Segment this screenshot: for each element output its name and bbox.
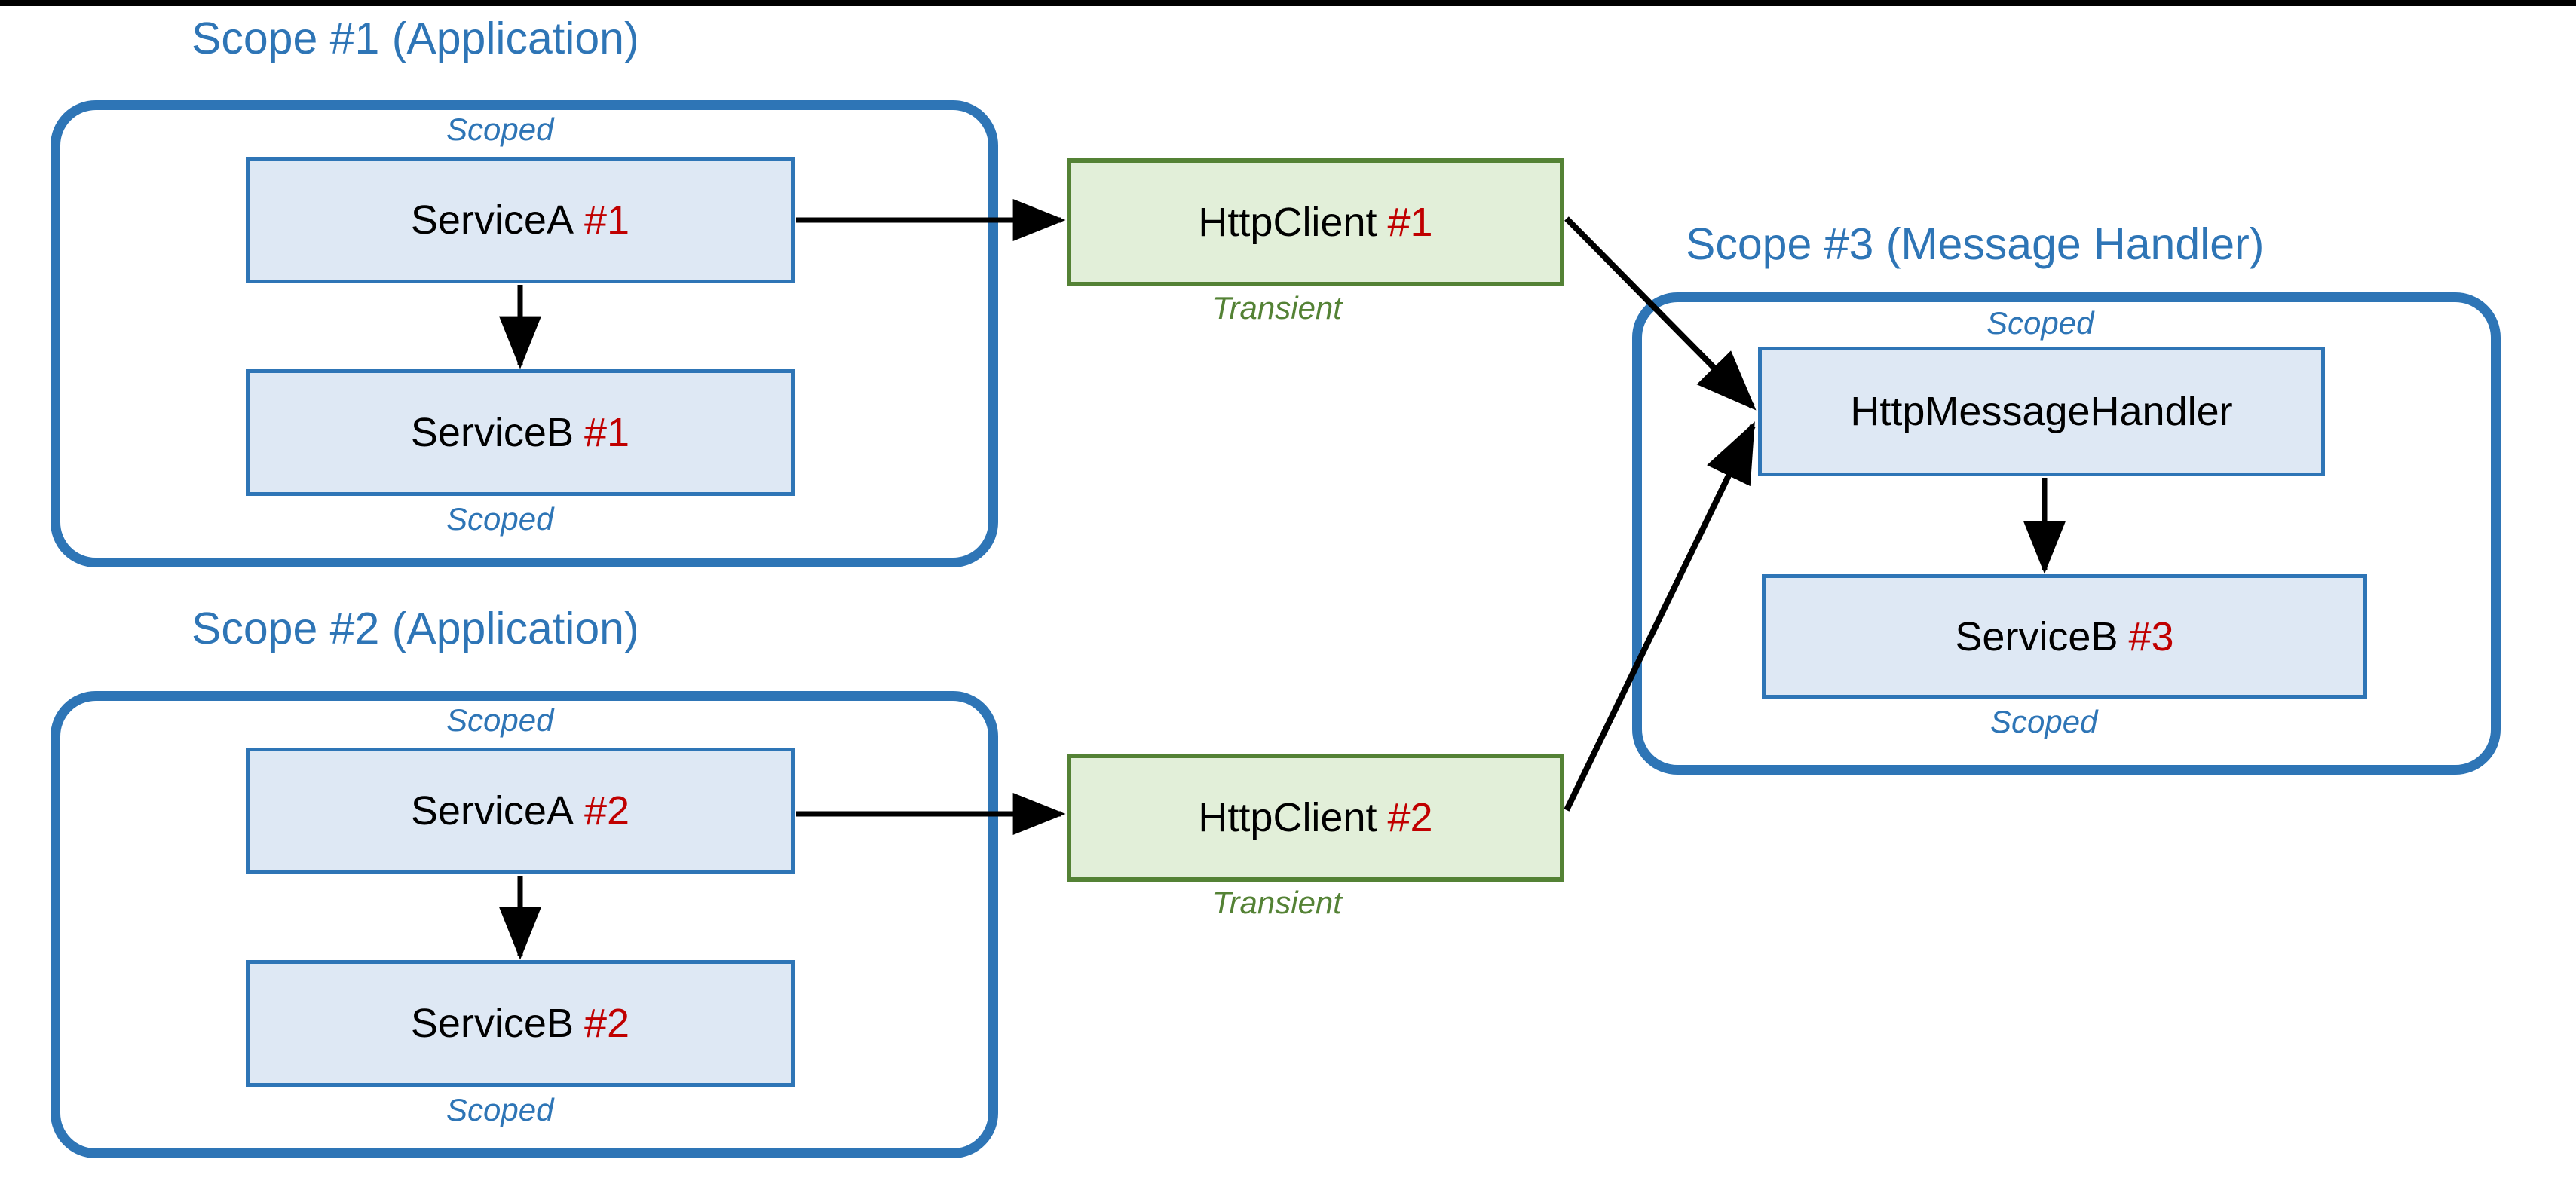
node-http-message-handler-label: HttpMessageHandler bbox=[1850, 389, 2233, 434]
node-http-message-handler[interactable]: HttpMessageHandler bbox=[1758, 347, 2325, 476]
node-httpclient-2-label: HttpClient bbox=[1198, 795, 1377, 840]
top-black-bar bbox=[0, 0, 2576, 6]
node-serviceA-2-label: ServiceA bbox=[410, 788, 574, 833]
scope-1-bottom-caption: Scoped bbox=[446, 501, 554, 537]
node-httpclient-1-label: HttpClient bbox=[1198, 200, 1377, 245]
scope-3-bottom-caption: Scoped bbox=[1990, 704, 2098, 739]
scope-2-container bbox=[51, 691, 998, 1158]
node-serviceB-2[interactable]: ServiceB#2 bbox=[246, 960, 795, 1087]
httpclient-1-caption: Transient bbox=[1212, 290, 1342, 326]
node-serviceA-1[interactable]: ServiceA#1 bbox=[246, 157, 795, 283]
node-serviceB-3-instance: #3 bbox=[2128, 613, 2174, 659]
node-httpclient-2-instance: #2 bbox=[1387, 795, 1433, 840]
node-serviceB-1[interactable]: ServiceB#1 bbox=[246, 369, 795, 496]
node-serviceB-2-label: ServiceB bbox=[410, 1001, 574, 1046]
node-httpclient-1-instance: #1 bbox=[1387, 200, 1433, 245]
node-serviceA-1-label: ServiceA bbox=[410, 197, 574, 243]
node-serviceB-3[interactable]: ServiceB#3 bbox=[1762, 574, 2367, 699]
node-httpclient-2[interactable]: HttpClient#2 bbox=[1067, 754, 1564, 882]
scope-2-bottom-caption: Scoped bbox=[446, 1092, 554, 1127]
node-serviceB-1-instance: #1 bbox=[584, 410, 630, 455]
scope-1-container bbox=[51, 100, 998, 567]
httpclient-2-caption: Transient bbox=[1212, 885, 1342, 920]
node-serviceB-2-instance: #2 bbox=[584, 1001, 630, 1046]
node-serviceA-2[interactable]: ServiceA#2 bbox=[246, 748, 795, 874]
scope-1-top-caption: Scoped bbox=[446, 112, 554, 147]
node-serviceA-2-instance: #2 bbox=[584, 788, 630, 833]
node-httpclient-1[interactable]: HttpClient#1 bbox=[1067, 158, 1564, 286]
scope-1-title: Scope #1 (Application) bbox=[191, 14, 639, 63]
scope-3-title: Scope #3 (Message Handler) bbox=[1686, 219, 2265, 269]
node-serviceB-1-label: ServiceB bbox=[410, 410, 574, 455]
scope-3-top-caption: Scoped bbox=[1986, 305, 2094, 341]
node-serviceB-3-label: ServiceB bbox=[1955, 613, 2118, 659]
scope-3-container bbox=[1632, 292, 2501, 775]
scope-2-top-caption: Scoped bbox=[446, 702, 554, 738]
node-serviceA-1-instance: #1 bbox=[584, 197, 630, 243]
scope-2-title: Scope #2 (Application) bbox=[191, 604, 639, 653]
